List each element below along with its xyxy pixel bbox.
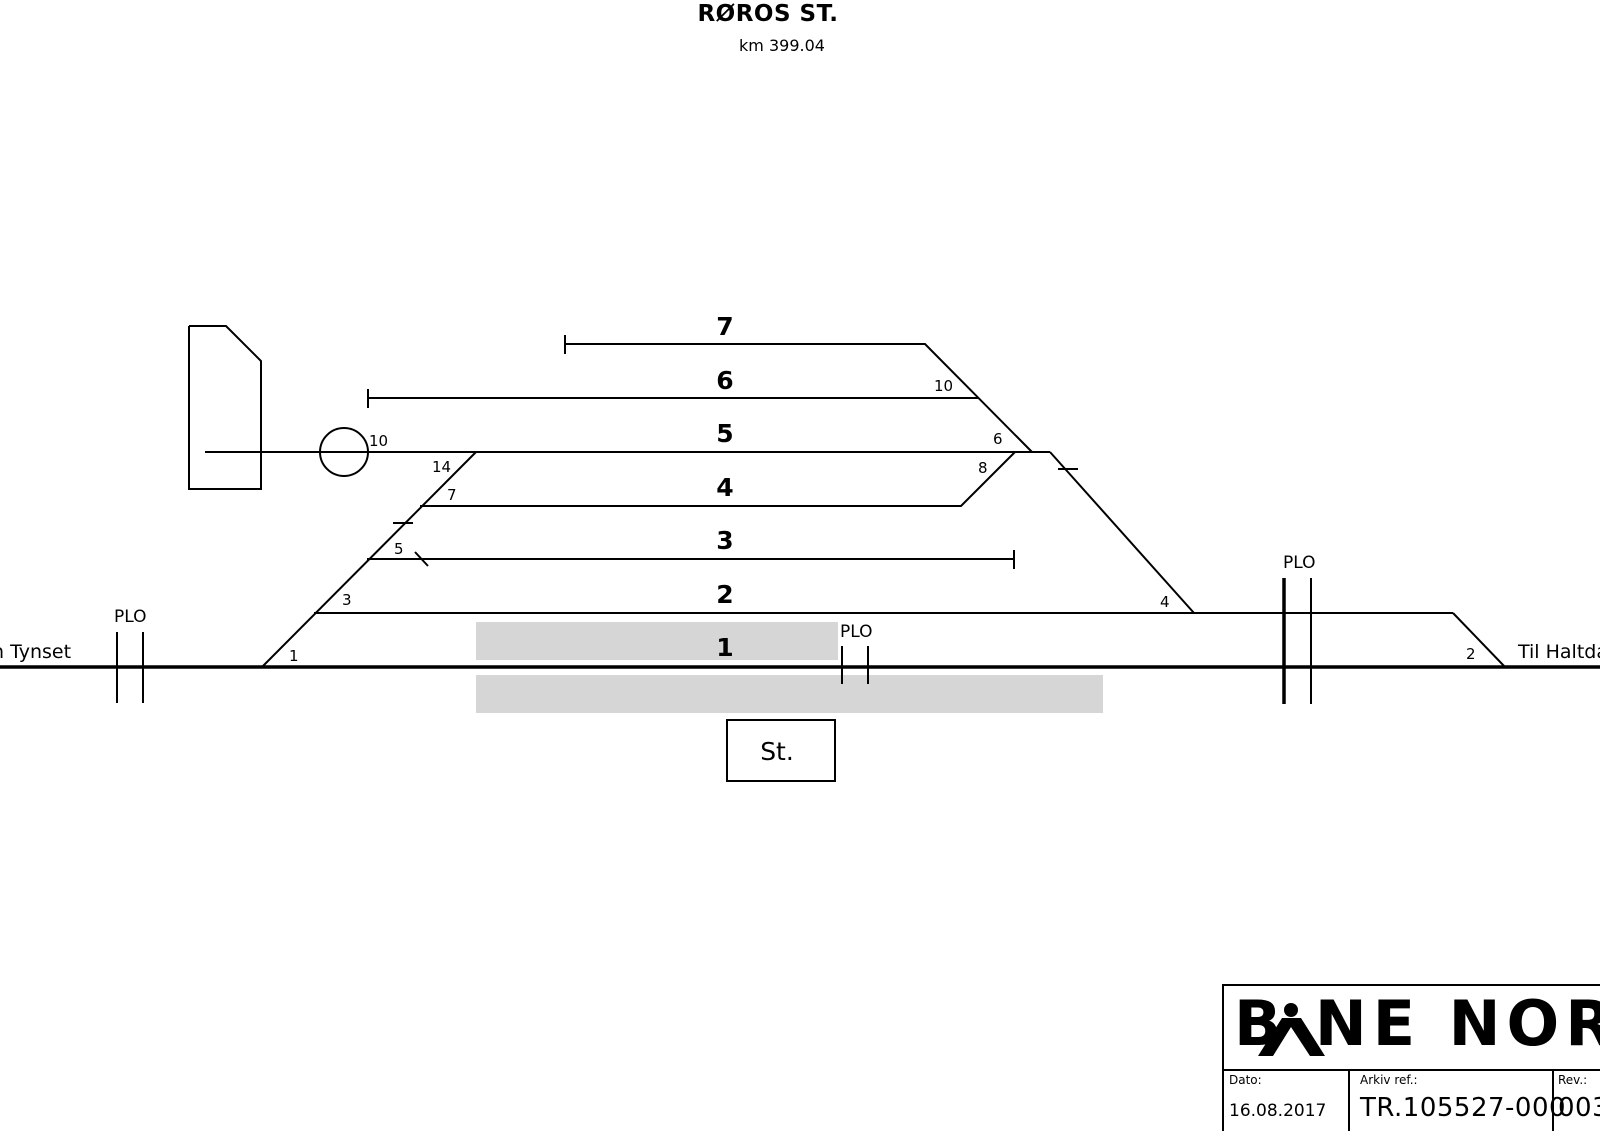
track-label-4: 4 xyxy=(716,473,733,502)
switch-label: 10 xyxy=(934,377,953,395)
destination-right: Til Haltda xyxy=(1517,641,1600,663)
title-block-frame xyxy=(1222,984,1600,1131)
switch-label: 3 xyxy=(342,591,352,609)
switch-label: 2 xyxy=(1466,645,1476,663)
switch-label: 8 xyxy=(978,459,988,477)
station-building-label: St. xyxy=(760,737,794,766)
track-label-3: 3 xyxy=(716,526,733,555)
track-label-6: 6 xyxy=(716,366,733,395)
switch-label: 10 xyxy=(369,432,388,450)
logo-a-dot xyxy=(1284,1003,1298,1017)
right-diagonal xyxy=(1049,451,1195,614)
date-label: Dato: xyxy=(1229,1073,1262,1087)
plo-label-left: PLO xyxy=(114,607,147,627)
archive-value: TR.105527-000 xyxy=(1359,1093,1566,1123)
turntable xyxy=(319,427,369,477)
plo-label-middle: PLO xyxy=(840,622,873,642)
rev-value: 003 xyxy=(1558,1093,1600,1123)
logo-a-shape xyxy=(1258,1018,1325,1056)
track-label-2: 2 xyxy=(716,580,733,609)
platform-lower xyxy=(476,675,1103,713)
bane-nor-logo: B NE NOR xyxy=(1234,987,1600,1060)
track-label-5: 5 xyxy=(716,419,733,448)
archive-label: Arkiv ref.: xyxy=(1360,1073,1418,1087)
station-km: km 399.04 xyxy=(739,36,825,55)
switch-label: 5 xyxy=(394,540,404,558)
track-4-line xyxy=(420,451,1016,507)
engine-shed xyxy=(188,325,262,490)
switch-label: 6 xyxy=(993,430,1003,448)
switch-label: 1 xyxy=(289,647,299,665)
title-block: B NE NOR Dato: 16.08.2017 Arkiv ref.: TR… xyxy=(1222,984,1600,1131)
joint-mark-track-3 xyxy=(414,551,429,567)
rev-label: Rev.: xyxy=(1558,1073,1587,1087)
track-label-7: 7 xyxy=(716,312,733,341)
switch-label: 14 xyxy=(432,458,451,476)
track-7-line xyxy=(565,343,1033,453)
platform-upper xyxy=(476,622,838,660)
switch-label: 7 xyxy=(447,486,457,504)
left-ladder-diagonal xyxy=(261,451,477,668)
plo-label-right: PLO xyxy=(1283,553,1316,573)
track-label-1: 1 xyxy=(716,633,733,662)
destination-left: n Tynset xyxy=(0,641,71,663)
station-building xyxy=(726,719,836,782)
switch-label: 4 xyxy=(1160,593,1170,611)
station-title: RØROS ST. xyxy=(697,1,838,27)
track-2-right-connector xyxy=(1452,612,1506,668)
date-value: 16.08.2017 xyxy=(1229,1101,1326,1121)
